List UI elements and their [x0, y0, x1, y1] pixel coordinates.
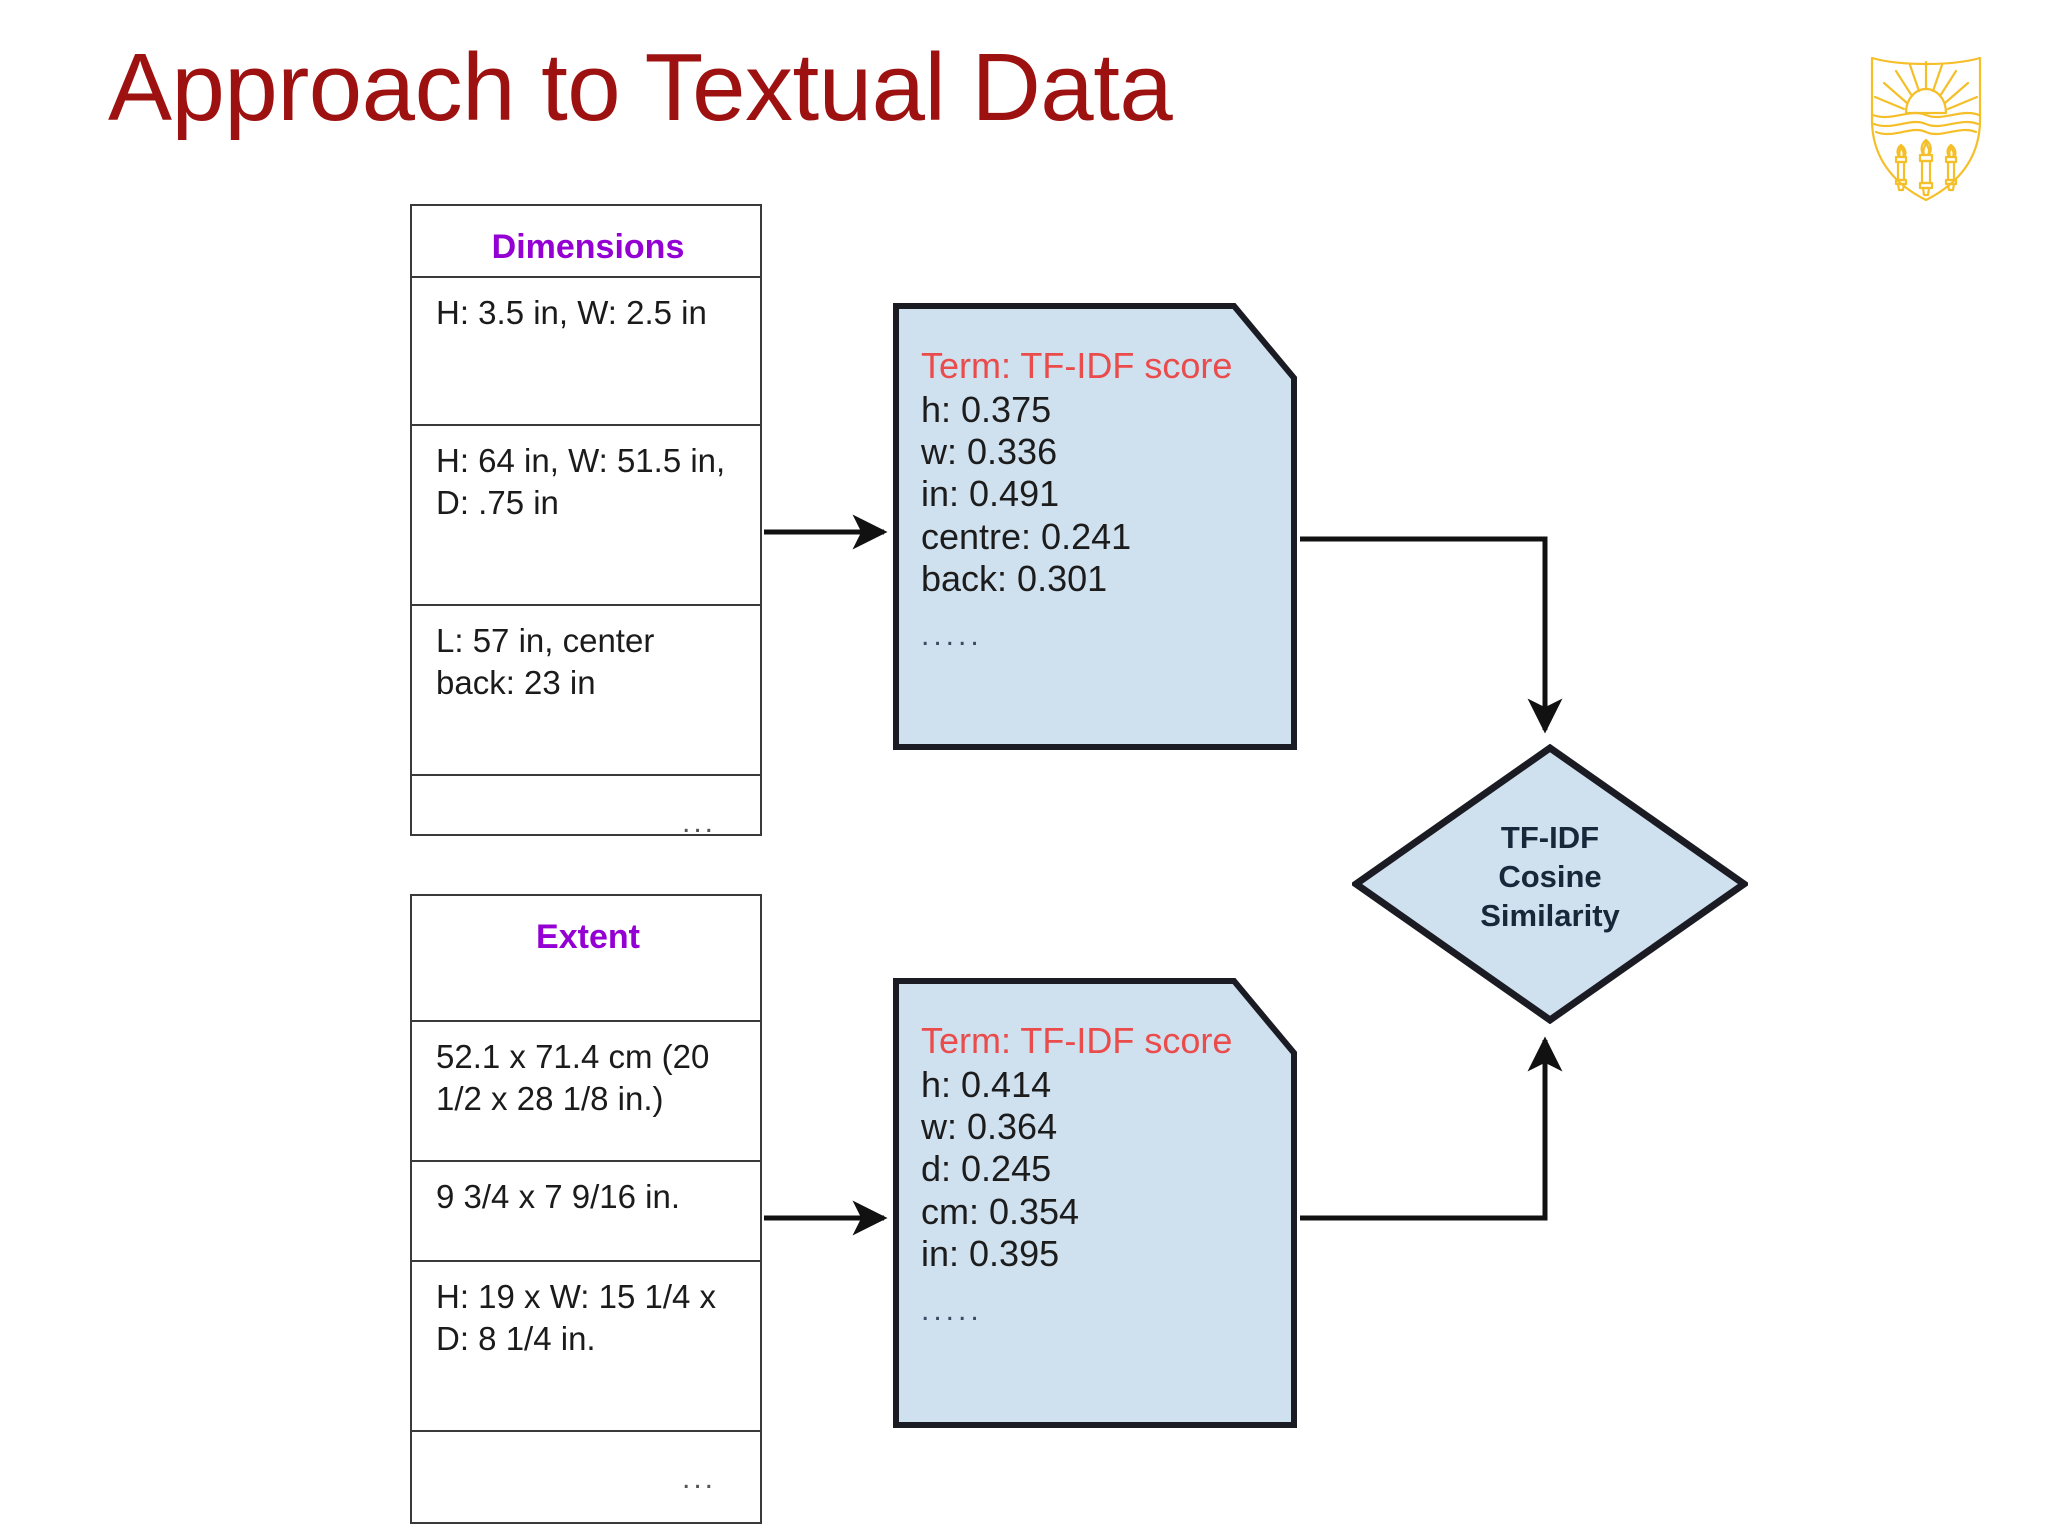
table-row: 9 3/4 x 7 9/16 in.: [412, 1162, 760, 1262]
tfidf-score-line: h: 0.375: [921, 389, 1052, 431]
diamond-shape-icon: [1352, 744, 1748, 1024]
page-title: Approach to Textual Data: [108, 34, 1173, 141]
tfidf-score-line: w: 0.364: [921, 1106, 1058, 1148]
tfidf-score-line: centre: 0.241: [921, 515, 1132, 557]
table-row: L: 57 in, center back: 23 in: [412, 606, 760, 776]
tfidf-continuation: .....: [921, 1293, 983, 1327]
tfidf-score-line: back: 0.301: [921, 557, 1108, 599]
tfidf-score-line: in: 0.491: [921, 473, 1060, 515]
connector-doc-bottom-to-decision: [1300, 1036, 1563, 1221]
document-shape-icon: [893, 978, 1297, 1428]
table-row: H: 64 in, W: 51.5 in, D: .75 in: [412, 426, 760, 606]
tfidf-document-bottom: Term: TF-IDF score h: 0.414 w: 0.364 d: …: [893, 978, 1297, 1428]
dimensions-table: Dimensions H: 3.5 in, W: 2.5 in H: 64 in…: [410, 204, 762, 839]
tfidf-heading: Term: TF-IDF score: [921, 1020, 1233, 1061]
tfidf-document-bottom-text: Term: TF-IDF score h: 0.414 w: 0.364 d: …: [921, 1020, 1285, 1327]
document-shape-icon: [893, 303, 1297, 750]
tfidf-document-top-text: Term: TF-IDF score h: 0.375 w: 0.336 in:…: [921, 345, 1285, 652]
table-row: H: 3.5 in, W: 2.5 in: [412, 278, 760, 426]
tfidf-score-line: in: 0.395: [921, 1232, 1060, 1274]
tfidf-score-line: h: 0.414: [921, 1064, 1052, 1106]
cosine-similarity-label: TF-IDF Cosine Similarity: [1480, 820, 1620, 934]
tfidf-score-line: w: 0.336: [921, 431, 1058, 473]
tfidf-continuation: .....: [921, 618, 983, 652]
table-row-ellipsis: ...: [681, 1462, 716, 1495]
usc-shield-logo: [1866, 36, 1986, 204]
table-header-extent: Extent: [412, 896, 760, 1022]
cosine-similarity-node: TF-IDF Cosine Similarity: [1352, 744, 1748, 1024]
table-row: 52.1 x 71.4 cm (20 1/2 x 28 1/8 in.): [412, 1022, 760, 1162]
tfidf-score-line: cm: 0.354: [921, 1190, 1080, 1232]
extent-table: Extent 52.1 x 71.4 cm (20 1/2 x 28 1/8 i…: [410, 894, 762, 1524]
tfidf-score-line: d: 0.245: [921, 1148, 1052, 1190]
connector-doc-top-to-decision: [1300, 536, 1563, 734]
tfidf-heading: Term: TF-IDF score: [921, 345, 1233, 386]
tfidf-document-top: Term: TF-IDF score h: 0.375 w: 0.336 in:…: [893, 303, 1297, 750]
table-row: H: 19 x W: 15 1/4 x D: 8 1/4 in.: [412, 1262, 760, 1432]
table-header-dimensions: Dimensions: [412, 206, 760, 278]
table-row-ellipsis: ...: [681, 806, 716, 839]
